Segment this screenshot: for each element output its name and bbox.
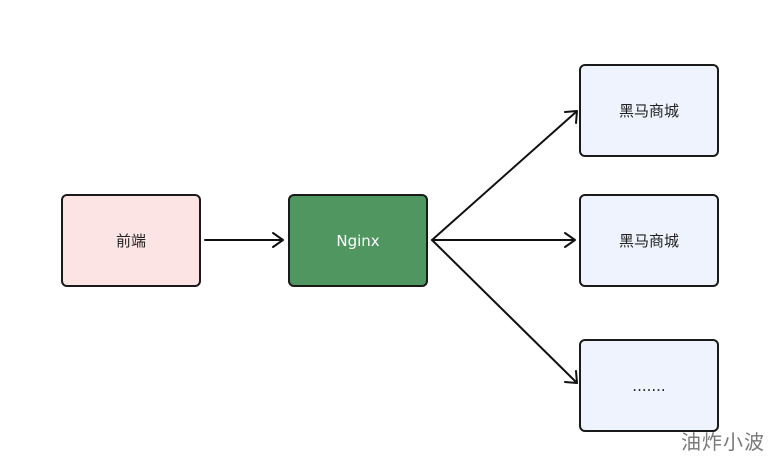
frontend-node: 前端 (61, 194, 201, 287)
watermark: 油炸小波 (681, 430, 765, 454)
arrowhead-nginx-to-server-3 (564, 370, 578, 384)
server-1-label: 黑马商城 (618, 102, 679, 120)
server-2-label: 黑马商城 (618, 232, 679, 250)
nginx-node: Nginx (288, 194, 428, 287)
server-node-3: ....... (579, 339, 719, 432)
arrowhead-nginx-to-server-1 (564, 110, 578, 124)
nginx-label: Nginx (336, 231, 380, 250)
arrowhead-frontend-to-nginx (272, 232, 284, 248)
server-node-1: 黑马商城 (579, 64, 719, 157)
arrow-nginx-to-server-3 (431, 239, 577, 383)
frontend-label: 前端 (115, 232, 146, 250)
server-3-label: ....... (632, 376, 666, 395)
arrowhead-nginx-to-server-2 (564, 232, 576, 248)
server-node-2: 黑马商城 (579, 194, 719, 287)
arrow-nginx-to-server-1 (431, 111, 577, 241)
